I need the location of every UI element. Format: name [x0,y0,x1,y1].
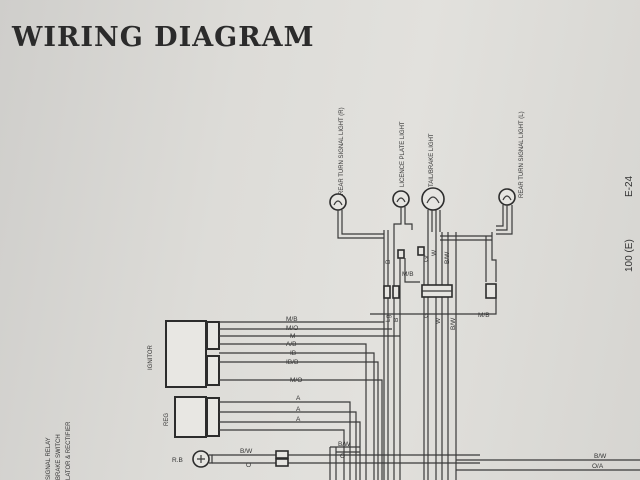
reg-wires [219,401,361,480]
ignitor-label: IGNITOR [148,344,154,370]
ignitor-wire-6: IB/B [286,359,298,366]
wire-label-gr: Gr [423,254,430,262]
wire-label-mb-right: M/B [478,312,490,319]
rb-right-wire-o: O [340,453,345,460]
ignitor-wire-1: M/B [286,316,298,323]
reg-wire-1: A [296,395,301,402]
ignitor-wire-3: M [290,333,295,340]
far-right-wire-2: O/A [592,463,604,470]
rb-label: R.B [172,457,183,464]
wire-label-w-lower: W [435,317,442,324]
ignitor-wire-mid: M/O [290,377,302,384]
vertical-wires [383,232,457,480]
wire-label-lg: Lg [385,314,392,322]
reg-wire-2: A [296,406,301,413]
bulb-licence-plate [392,190,410,208]
ignitor-wires [219,321,400,480]
wire-label-b-lower: B [393,318,400,322]
rb-right-wire-bw: B/W [338,441,351,448]
page-reference-partial: 100 (E) [624,239,635,272]
diagram-title: WIRING DIAGRAM [11,22,314,53]
ignitor-wire-2: M/O [286,325,298,332]
bulb-rear-turn-left [498,188,516,206]
rb-wires [212,446,480,480]
left-label-signal-relay: SIGNAL RELAY [46,437,52,480]
wire-label-mb-upper: M/B [402,271,414,278]
left-label-regulator: LATOR & RECTIFIER [66,421,72,480]
ignitor-box [165,320,207,388]
far-right-wires [456,459,640,471]
connector-right [485,283,497,299]
wire-label-bw-lower: B/W [450,317,457,330]
ignitor-connector-upper [206,321,220,350]
ignitor-wire-5: IB [290,350,296,357]
reg-wire-3: A [296,416,301,423]
connector-left-a [383,285,391,299]
left-label-brake-switch: BRAKE SWITCH [56,434,62,480]
connector-small-1 [397,249,405,259]
wire-label-w: W [431,249,438,256]
label-rear-turn-left: REAR TURN SIGNAL LIGHT (L) [519,111,525,198]
ignitor-connector-lower [206,355,220,386]
reg-box [174,396,207,438]
page-reference: E-24 [624,175,635,197]
label-licence-plate: LICENCE PLATE LIGHT [400,121,406,187]
light-harness [337,205,513,282]
bulb-rear-turn-right [329,193,347,211]
rb-wire-o: O [246,462,251,469]
ignitor-wire-4: A/B [286,341,296,348]
wire-label-g: G [423,313,430,318]
label-rear-turn-right: REAR TURN SIGNAL LIGHT (R) [339,107,345,195]
connector-small-2 [417,246,425,256]
connector-left-b [392,285,400,299]
rb-wire-bw: B/W [240,448,253,455]
far-right-wire-1: B/W [594,453,607,460]
bulb-tail-brake [421,187,445,211]
label-tail-brake: TAIL/BRAKE LIGHT [429,133,435,187]
reg-connector [206,397,220,437]
rb-relay [192,450,213,468]
reg-label: REG [164,413,170,426]
